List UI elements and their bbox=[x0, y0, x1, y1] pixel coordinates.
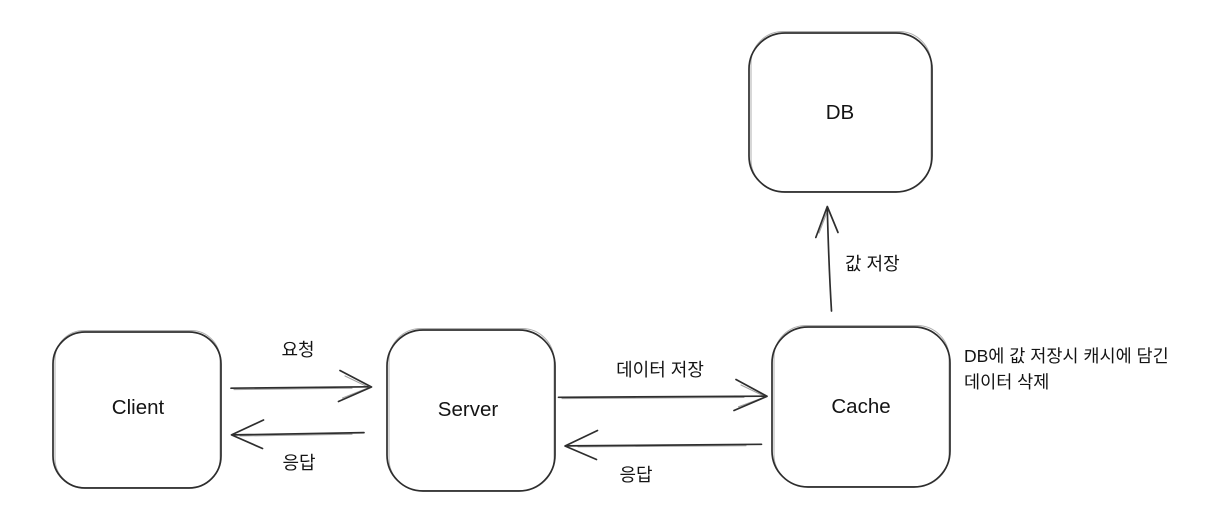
node-cache: Cache bbox=[771, 325, 951, 488]
arrow-cache-to-db: 값 저장 bbox=[814, 205, 900, 312]
arrow-label-response-to-client: 응답 bbox=[282, 453, 315, 473]
arrow-cache-to-server-head bbox=[564, 429, 599, 461]
arrow-label-save-value: 값 저장 bbox=[845, 254, 900, 274]
arrow-cache-to-server-shaft bbox=[566, 443, 763, 447]
server-box-sketch-stroke bbox=[388, 328, 555, 491]
arrow-client-to-server-head bbox=[337, 369, 373, 403]
arrow-server-to-cache-shaft-sketch bbox=[561, 396, 745, 400]
arrow-server-to-client: 응답 bbox=[230, 419, 365, 473]
arrow-label-response-to-server: 응답 bbox=[619, 465, 652, 485]
arrow-cache-to-server-shaft-sketch bbox=[577, 445, 747, 448]
node-client: Client bbox=[52, 330, 222, 489]
node-server: Server bbox=[386, 328, 556, 492]
cache-invalidation-note: DB에 값 저장시 캐시에 담긴 데이터 삭제 bbox=[964, 346, 1169, 392]
cache-label: Cache bbox=[831, 395, 890, 418]
client-box bbox=[52, 331, 222, 489]
client-label: Client bbox=[112, 396, 165, 419]
arrow-server-to-cache-head bbox=[733, 378, 768, 412]
arrow-cache-to-db-shaft bbox=[826, 208, 833, 312]
arrow-client-to-server: 요청 bbox=[230, 340, 373, 403]
arrow-server-to-client-shaft-sketch bbox=[239, 433, 353, 437]
arrow-client-to-server-shaft bbox=[230, 385, 369, 390]
cache-box-sketch-stroke bbox=[773, 325, 950, 487]
note-line-2: 데이터 삭제 bbox=[964, 372, 1049, 392]
db-box bbox=[748, 32, 933, 193]
client-box-sketch-stroke bbox=[54, 330, 221, 488]
arrow-server-to-cache-head-sketch bbox=[737, 384, 767, 408]
arrow-client-to-server-shaft-sketch bbox=[233, 387, 353, 391]
arrow-cache-to-server: 응답 bbox=[564, 429, 763, 485]
server-label: Server bbox=[438, 398, 499, 421]
node-db: DB bbox=[748, 31, 933, 193]
arrow-server-to-cache-shaft bbox=[557, 395, 765, 399]
arrow-server-to-client-head bbox=[230, 419, 265, 450]
cache-box bbox=[771, 326, 951, 488]
db-label: DB bbox=[826, 101, 854, 124]
arrow-label-save-data: 데이터 저장 bbox=[616, 360, 704, 380]
db-box-sketch-stroke bbox=[750, 31, 932, 192]
server-box bbox=[386, 329, 556, 492]
note-line-1: DB에 값 저장시 캐시에 담긴 bbox=[964, 346, 1169, 366]
arrow-client-to-server-head-sketch bbox=[341, 375, 371, 399]
arrow-cache-to-db-head bbox=[814, 205, 839, 239]
arrow-cache-to-db-head-sketch bbox=[818, 209, 829, 234]
arrow-server-to-client-shaft bbox=[232, 431, 365, 436]
arrow-label-request: 요청 bbox=[281, 340, 314, 360]
arrow-server-to-cache: 데이터 저장 bbox=[557, 360, 768, 412]
